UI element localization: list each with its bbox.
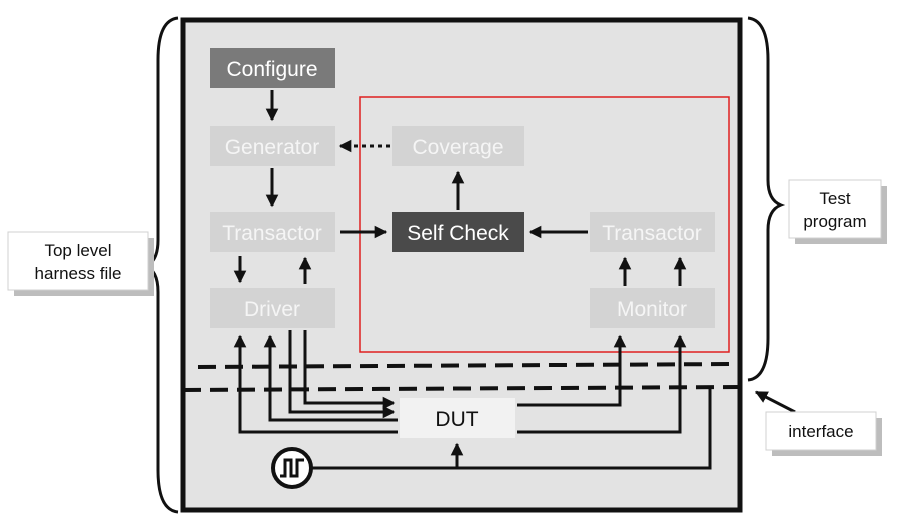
transactor-left-label: Transactor bbox=[222, 222, 322, 245]
connections bbox=[233, 90, 796, 470]
configure-label: Configure bbox=[226, 58, 317, 81]
wire-dut-driver-inner bbox=[263, 334, 398, 422]
wire-dut-driver-outer bbox=[233, 334, 398, 434]
interface-line-upper bbox=[197, 362, 741, 369]
generator-block[interactable]: Generator bbox=[210, 126, 335, 166]
interface-line-lower bbox=[182, 385, 741, 392]
test-program-line2: program bbox=[803, 212, 866, 231]
arrow-interface-pointer bbox=[754, 390, 796, 414]
configure-block[interactable]: Configure bbox=[210, 48, 335, 88]
driver-label: Driver bbox=[244, 298, 300, 321]
self-check-block[interactable]: Self Check bbox=[392, 212, 524, 252]
generator-label: Generator bbox=[225, 136, 320, 159]
test-program-highlight bbox=[359, 96, 730, 353]
wire-dut-monitor-a bbox=[517, 334, 627, 407]
test-program-line1: Test bbox=[819, 189, 850, 208]
monitor-label: Monitor bbox=[617, 298, 687, 321]
interface-text: interface bbox=[788, 422, 853, 441]
transactor-left-block[interactable]: Transactor bbox=[210, 212, 335, 252]
interface-label: interface bbox=[765, 411, 882, 456]
wire-driver-dut-b bbox=[303, 330, 396, 410]
wire-dut-monitor-b bbox=[517, 334, 687, 434]
coverage-label: Coverage bbox=[412, 136, 503, 159]
test-program-label: Test program bbox=[788, 179, 887, 244]
driver-block[interactable]: Driver bbox=[210, 288, 335, 328]
monitor-block[interactable]: Monitor bbox=[590, 288, 715, 328]
top-level-line2: harness file bbox=[35, 264, 122, 283]
wire-driver-dut-a bbox=[288, 330, 396, 419]
top-level-harness-label: Top level harness file bbox=[7, 231, 154, 296]
clock-signal-icon bbox=[271, 447, 313, 489]
right-brace bbox=[747, 16, 786, 382]
dut-block[interactable]: DUT bbox=[400, 398, 515, 438]
transactor-right-block[interactable]: Transactor bbox=[590, 212, 715, 252]
coverage-block[interactable]: Coverage bbox=[392, 126, 524, 166]
wire-clock bbox=[312, 386, 712, 470]
top-level-line1: Top level bbox=[44, 241, 111, 260]
dut-label: DUT bbox=[435, 408, 478, 431]
self-check-label: Self Check bbox=[407, 222, 509, 245]
transactor-right-label: Transactor bbox=[602, 222, 702, 245]
